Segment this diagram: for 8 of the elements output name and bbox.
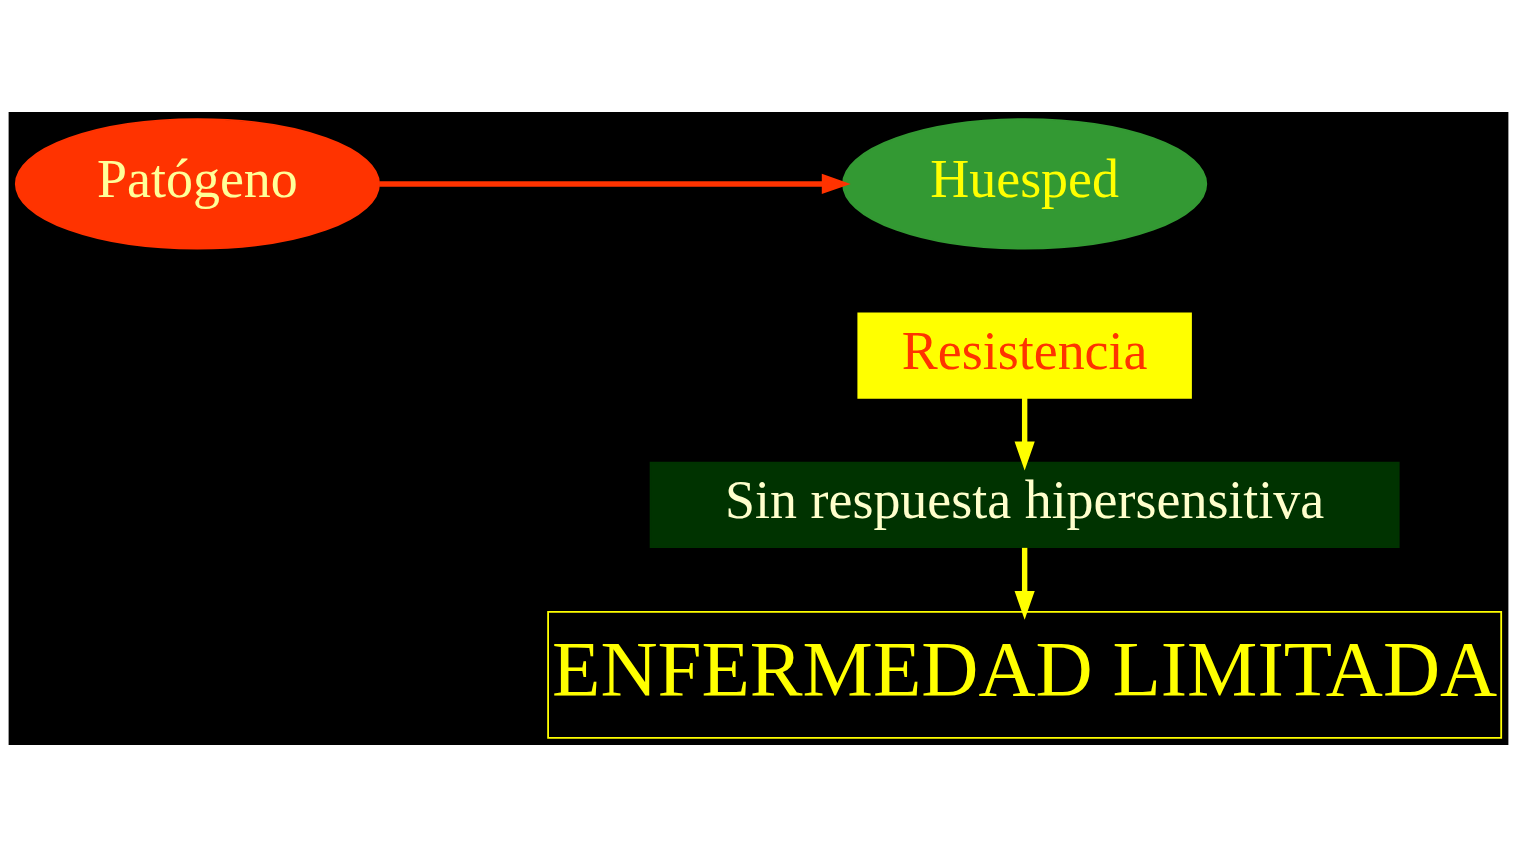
arrow <box>379 173 851 195</box>
node-ellipse: Patógeno <box>14 118 380 250</box>
node-ellipse: Huesped <box>842 118 1208 250</box>
node-box: ENFERMEDAD LIMITADA <box>547 611 1503 739</box>
node-box: Sin respuesta hipersensitiva <box>649 461 1400 549</box>
node-box: Resistencia <box>857 312 1192 399</box>
arrow <box>1014 547 1035 620</box>
arrow <box>1014 398 1035 471</box>
